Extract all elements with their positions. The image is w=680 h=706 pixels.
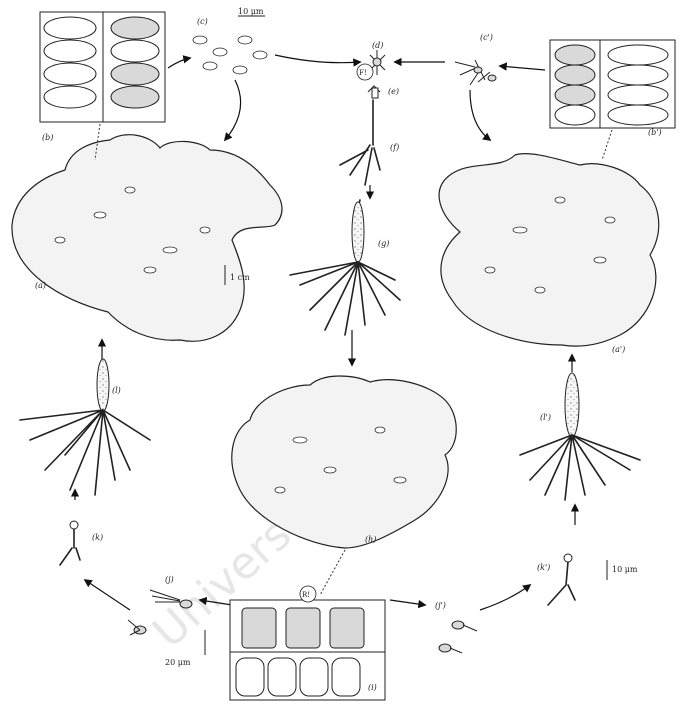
scale-bottom: 20 μm bbox=[165, 658, 191, 667]
thallus-a bbox=[12, 135, 282, 342]
arrow-i-to-j-prime bbox=[390, 600, 425, 605]
filament-f bbox=[340, 100, 380, 185]
zoospores-c-prime bbox=[455, 60, 496, 85]
arrow-c-prime-to-a-prime bbox=[470, 90, 490, 140]
dotted-link-b-prime bbox=[602, 130, 612, 160]
label-h: (h) bbox=[365, 535, 376, 544]
spores-j-prime bbox=[439, 621, 477, 653]
arrow-j-to-k bbox=[85, 580, 130, 610]
label-b: (b) bbox=[42, 133, 53, 142]
arrow-b-prime-to-c-prime bbox=[500, 66, 545, 70]
scale-right: 10 μm bbox=[612, 565, 638, 574]
label-l: (l) bbox=[112, 386, 121, 395]
label-i: (i) bbox=[368, 683, 377, 692]
arrow-b-to-c bbox=[168, 58, 190, 68]
label-k-prime: (k') bbox=[537, 563, 550, 572]
germling-e bbox=[368, 86, 380, 98]
arrow-c-to-a bbox=[225, 80, 241, 140]
marker-meiosis: R! bbox=[302, 591, 310, 599]
germling-k-prime bbox=[548, 554, 575, 605]
label-e: (e) bbox=[388, 87, 399, 96]
label-g: (g) bbox=[378, 239, 389, 248]
label-c-prime: (c') bbox=[480, 33, 493, 42]
young-plant-g bbox=[290, 200, 400, 335]
label-l-prime: (l') bbox=[540, 413, 551, 422]
cell-section-b-prime bbox=[550, 40, 675, 128]
cell-section-i bbox=[230, 600, 385, 700]
label-d: (d) bbox=[372, 41, 383, 50]
cell-section-b bbox=[40, 12, 165, 122]
label-j: (j) bbox=[165, 575, 174, 584]
dotted-link-i bbox=[320, 550, 345, 595]
label-f: (f) bbox=[390, 143, 399, 152]
young-plant-l bbox=[20, 340, 150, 495]
scale-top: 10 μm bbox=[238, 7, 264, 16]
young-plant-l-prime bbox=[520, 355, 640, 500]
marker-fertilization: F! bbox=[359, 69, 367, 77]
arrow-j-prime-to-k-prime bbox=[480, 585, 530, 610]
label-b-prime: (b') bbox=[648, 128, 662, 137]
arrow-c-to-d bbox=[275, 55, 360, 63]
scale-thallus: 1 cm bbox=[230, 273, 250, 282]
label-c: (c) bbox=[197, 17, 208, 26]
germling-k bbox=[60, 490, 80, 565]
gametes-c bbox=[193, 36, 267, 74]
thallus-a-prime bbox=[439, 154, 659, 346]
label-a-prime: (a') bbox=[612, 345, 625, 354]
label-a: (a) bbox=[35, 281, 46, 290]
label-j-prime: (j') bbox=[435, 601, 446, 610]
label-k: (k) bbox=[92, 533, 103, 542]
